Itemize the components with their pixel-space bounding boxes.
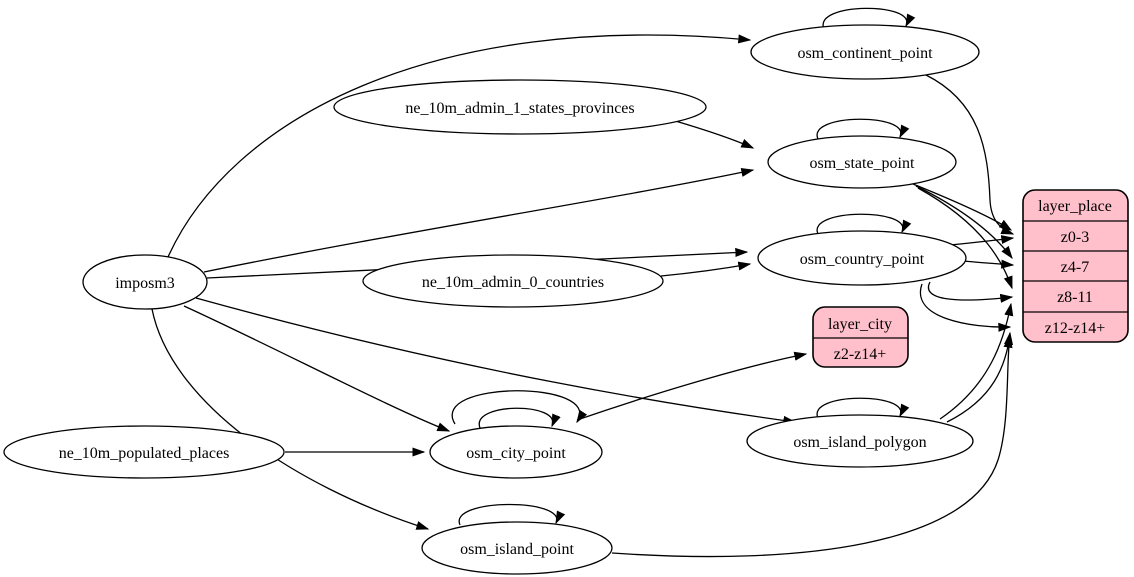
selfloop-osm-continent-point (822, 7, 916, 30)
record-layer-place: layer_place z0-3 z4-7 z8-11 z12-z14+ (1022, 189, 1129, 343)
record-layer-city-row-z2-z14: z2-z14+ (834, 346, 887, 363)
edge-ne-states-provinces-osm-state-point (671, 119, 755, 149)
selfloop-osm-city-point-inner (478, 407, 561, 429)
edge-osm-state-point-layer-place-z0-3 (912, 183, 1013, 231)
selfloop-osm-island-point (458, 503, 566, 526)
node-state-label: osm_state_point (810, 155, 915, 172)
record-layer-city-title: layer_city (828, 316, 892, 333)
record-layer-place-row-z12-z14: z12-z14+ (1045, 320, 1106, 337)
record-layer-city: layer_city z2-z14+ (812, 306, 909, 368)
node-continent-label: osm_continent_point (797, 45, 933, 62)
edge-osm-island-point-layer-place-z12-z14 (611, 331, 1014, 558)
node-osm-island-point: osm_island_point (421, 521, 613, 575)
edge-osm-country-point-layer-place-z8-11 (927, 281, 1014, 303)
node-city-label: osm_city_point (466, 445, 566, 462)
node-country-label: osm_country_point (800, 251, 925, 268)
edge-imposm3-osm-state-point (203, 167, 755, 273)
edge-osm-island-polygon-layer-place-z12-z14 (946, 334, 1013, 423)
edge-osm-city-point-layer-city-z2-z14 (576, 351, 808, 421)
node-island-polygon-label: osm_island_polygon (793, 434, 926, 451)
node-osm-state-point: osm_state_point (767, 135, 957, 189)
node-osm-island-polygon: osm_island_polygon (746, 414, 974, 468)
node-imposm3-label: imposm3 (115, 275, 175, 292)
edge-osm-island-polygon-layer-place-z8-11 (939, 302, 1014, 420)
node-ne-10m-admin-0-countries: ne_10m_admin_0_countries (362, 254, 664, 308)
edge-osm-country-point-layer-place-z4-7 (962, 259, 1015, 269)
edge-osm-country-point-layer-place-z0-3 (949, 235, 1015, 246)
selfloop-osm-island-polygon (816, 397, 910, 419)
node-ne-states-label: ne_10m_admin_1_states_provinces (405, 100, 634, 117)
edge-imposm3-osm-continent-point (167, 34, 752, 258)
record-layer-place-row-z4-7: z4-7 (1061, 259, 1089, 276)
edge-imposm3-osm-island-point (151, 308, 430, 530)
node-osm-city-point: osm_city_point (429, 425, 603, 479)
edge-imposm3-osm-city-point (183, 305, 451, 432)
record-layer-place-title: layer_place (1038, 198, 1112, 215)
edge-ne-countries-osm-country-point (660, 261, 752, 277)
selfloop-osm-state-point (816, 118, 910, 140)
edge-imposm3-osm-island-polygon (195, 297, 797, 425)
edge-osm-state-point-layer-place-z8-11 (917, 187, 1013, 290)
node-ne-populated-label: ne_10m_populated_places (59, 445, 230, 462)
edge-osm-state-point-layer-place-z4-7 (915, 185, 1013, 260)
node-ne-10m-admin-1-states-provinces: ne_10m_admin_1_states_provinces (333, 79, 707, 135)
node-ne-10m-populated-places: ne_10m_populated_places (3, 425, 285, 479)
selfloop-osm-country-point (816, 213, 912, 235)
node-island-point-label: osm_island_point (460, 541, 574, 558)
record-layer-place-row-z0-3: z0-3 (1061, 229, 1089, 246)
node-imposm3: imposm3 (82, 254, 208, 310)
edge-osm-country-point-layer-place-z12-z14 (919, 283, 1012, 332)
record-layer-place-row-z8-11: z8-11 (1057, 289, 1093, 306)
node-osm-continent-point: osm_continent_point (750, 24, 980, 80)
node-osm-country-point: osm_country_point (757, 230, 967, 286)
selfloop-osm-city-point-outer (451, 390, 588, 425)
node-ne-countries-label: ne_10m_admin_0_countries (422, 274, 604, 291)
